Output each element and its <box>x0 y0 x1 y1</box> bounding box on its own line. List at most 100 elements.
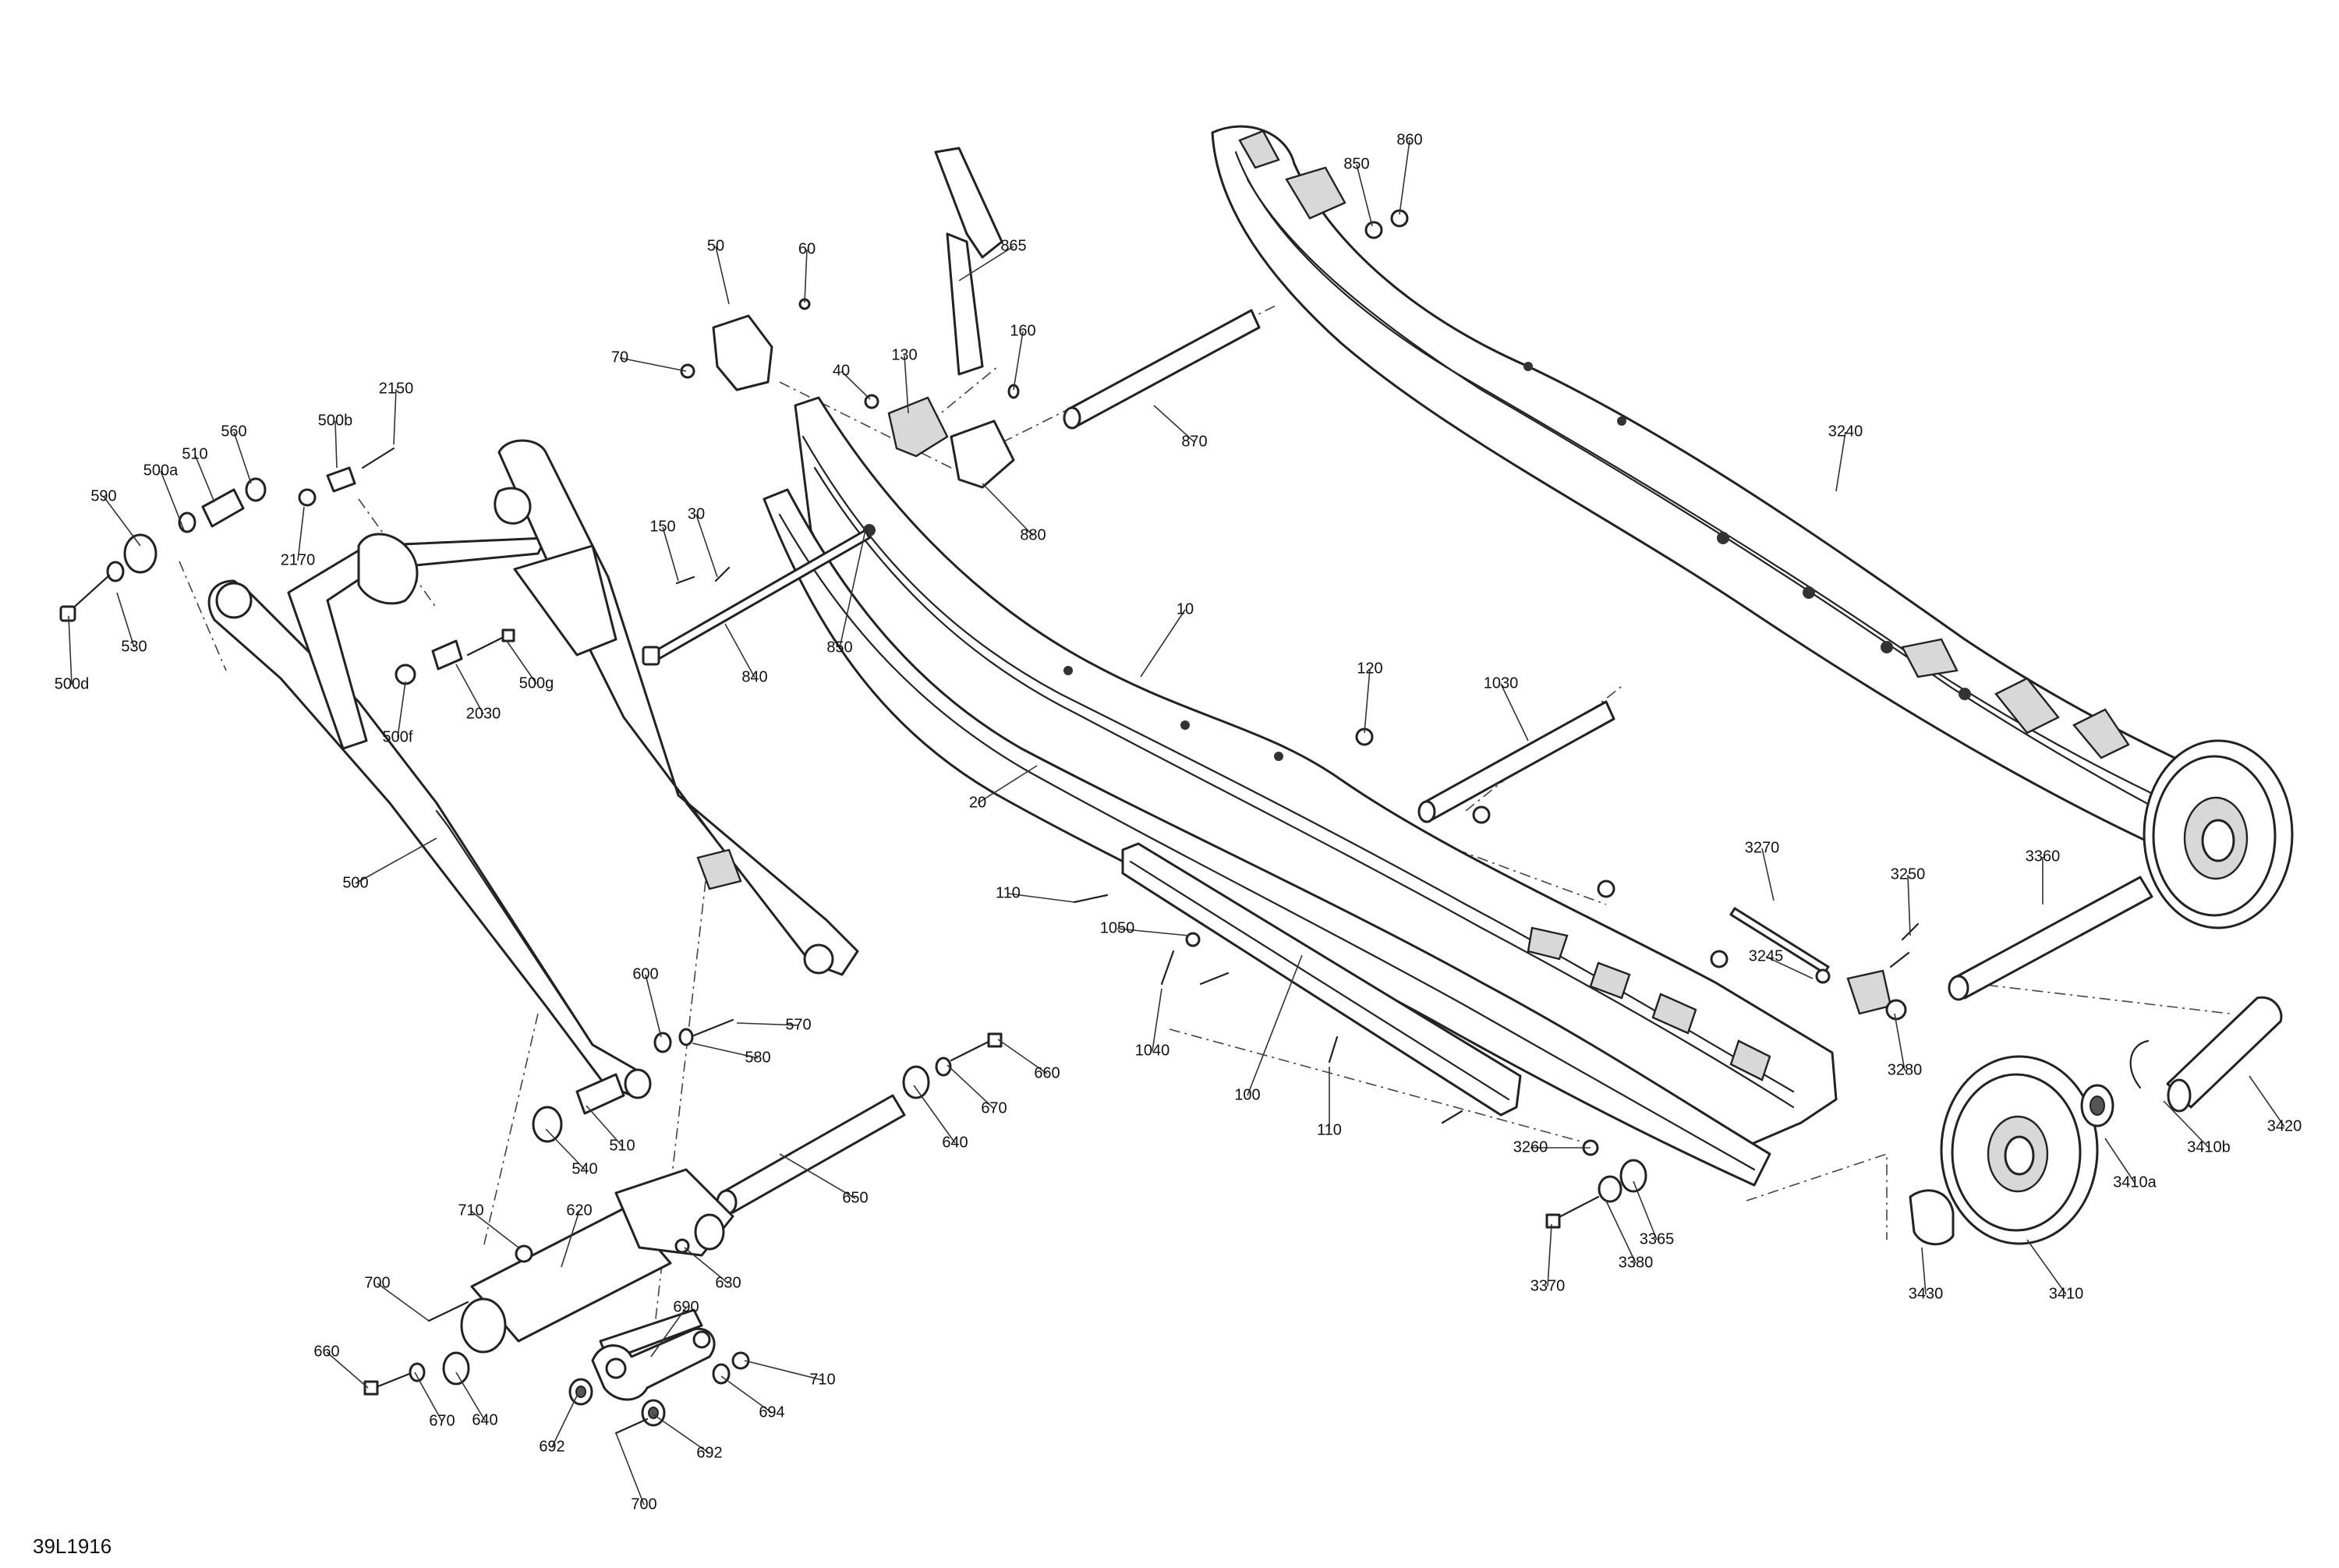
leader-c-3380 <box>1605 1200 1637 1264</box>
callout-c-620: 620 <box>566 1202 592 1219</box>
leader-c-2170 <box>297 506 305 561</box>
callout-c-3365: 3365 <box>1640 1230 1675 1248</box>
callout-c-20: 20 <box>969 794 986 811</box>
callout-c-3370: 3370 <box>1530 1277 1566 1294</box>
leader-c-500 <box>355 837 437 884</box>
callout-c-3260: 3260 <box>1513 1138 1548 1156</box>
callout-c-500d: 500d <box>55 675 90 692</box>
leader-c-150 <box>662 526 679 582</box>
callout-c-3420: 3420 <box>2267 1117 2302 1134</box>
leader-c-860 <box>1399 140 1410 215</box>
leader-c-530 <box>116 592 135 648</box>
callout-c-3430: 3430 <box>1909 1285 1944 1302</box>
leader-c-20 <box>977 765 1038 804</box>
callout-c-100: 100 <box>1234 1086 1260 1103</box>
leader-c-700a <box>377 1283 430 1322</box>
bearings <box>1598 1039 2150 1246</box>
leader-c-3250 <box>1907 874 1911 936</box>
callout-c-640b: 640 <box>472 1411 497 1428</box>
leader-c-1040 <box>1152 988 1162 1052</box>
leader-c-70 <box>619 357 687 372</box>
callout-c-700b: 700 <box>631 1495 656 1513</box>
slide <box>1121 842 1522 1117</box>
callout-c-3410: 3410 <box>2049 1285 2084 1302</box>
leader-c-540 <box>545 1128 586 1170</box>
leader-c-3420 <box>2249 1075 2285 1127</box>
leader-c-3370 <box>1547 1223 1552 1287</box>
stopper-blocks <box>696 147 1892 1015</box>
callout-c-670a: 670 <box>981 1099 1007 1117</box>
callout-c-580: 580 <box>745 1049 770 1066</box>
callout-c-530: 530 <box>121 638 147 655</box>
linkage-plate <box>591 1327 716 1401</box>
leader-c-660b <box>326 1351 369 1389</box>
leader-c-40 <box>840 370 871 400</box>
callout-c-692b: 692 <box>696 1444 722 1461</box>
leader-c-3410a <box>2104 1138 2136 1184</box>
callout-c-10: 10 <box>1177 600 1194 618</box>
callout-c-510a: 510 <box>182 445 207 462</box>
leader-c-3280 <box>1894 1013 1906 1071</box>
leader-c-510a <box>194 454 215 503</box>
leader-c-700b <box>615 1432 645 1506</box>
callout-c-50: 50 <box>707 237 724 254</box>
leader-c-110a <box>1007 893 1075 903</box>
leader-c-570 <box>736 1022 799 1026</box>
leader-c-694 <box>720 1375 773 1414</box>
callout-c-3240: 3240 <box>1828 423 1863 440</box>
callout-c-690: 690 <box>673 1298 699 1315</box>
callout-c-2170: 2170 <box>281 551 316 568</box>
leader-c-3365 <box>1633 1180 1658 1241</box>
leader-c-3430 <box>1921 1247 1927 1295</box>
callout-c-160: 160 <box>1010 322 1035 339</box>
callout-c-660a: 660 <box>1034 1064 1060 1081</box>
leader-c-500a <box>160 470 185 531</box>
callout-c-3410a: 3410a <box>2113 1173 2157 1191</box>
callout-c-500f: 500f <box>383 728 413 745</box>
callout-c-692a: 692 <box>539 1438 564 1455</box>
leader-c-120 <box>1364 668 1371 734</box>
shafts <box>642 309 2283 1216</box>
callout-c-600: 600 <box>632 965 658 982</box>
callout-c-1030: 1030 <box>1484 674 1519 692</box>
leader-c-3245 <box>1765 956 1814 979</box>
callout-c-1050: 1050 <box>1100 919 1135 936</box>
callout-c-3245: 3245 <box>1749 947 1784 965</box>
callout-c-860: 860 <box>1396 131 1422 148</box>
callout-c-2150: 2150 <box>379 380 414 397</box>
leader-c-670a <box>947 1064 995 1110</box>
callout-c-540: 540 <box>571 1160 597 1177</box>
callout-c-694: 694 <box>759 1403 784 1421</box>
callout-c-560: 560 <box>221 423 246 440</box>
callout-c-710a: 710 <box>458 1202 483 1219</box>
callout-c-110b: 110 <box>1317 1121 1342 1138</box>
callout-c-630: 630 <box>715 1274 741 1291</box>
callout-c-500b: 500b <box>318 412 353 429</box>
leader-c-690 <box>650 1307 687 1357</box>
rear-arm <box>494 439 859 976</box>
callout-c-650: 650 <box>842 1189 868 1206</box>
leader-c-850b <box>1356 164 1373 227</box>
callout-c-850a: 850 <box>826 639 852 656</box>
leader-c-130 <box>904 355 909 414</box>
callout-c-150: 150 <box>649 518 675 535</box>
callout-c-500a: 500a <box>143 462 179 479</box>
leader-c-1050 <box>1116 928 1190 936</box>
callout-c-110a: 110 <box>996 884 1021 901</box>
callout-c-40: 40 <box>833 362 850 379</box>
callout-leaders <box>68 140 2285 1506</box>
leader-c-3240 <box>1835 431 1846 492</box>
leader-c-160 <box>1013 331 1024 391</box>
leader-c-1030 <box>1500 683 1529 742</box>
leader-c-10 <box>1140 609 1186 678</box>
cross-shaft-assembly <box>460 1168 734 1362</box>
leader-c-3410b <box>2163 1100 2210 1149</box>
callout-c-500: 500 <box>342 874 368 891</box>
rail-idler-wheel <box>2143 739 2294 929</box>
leader-c-560 <box>233 431 252 484</box>
callout-c-3270: 3270 <box>1745 839 1780 856</box>
callout-c-1040: 1040 <box>1135 1042 1170 1059</box>
callout-c-30: 30 <box>688 505 705 522</box>
callout-c-500g: 500g <box>519 674 554 692</box>
callout-c-880: 880 <box>1020 526 1046 543</box>
